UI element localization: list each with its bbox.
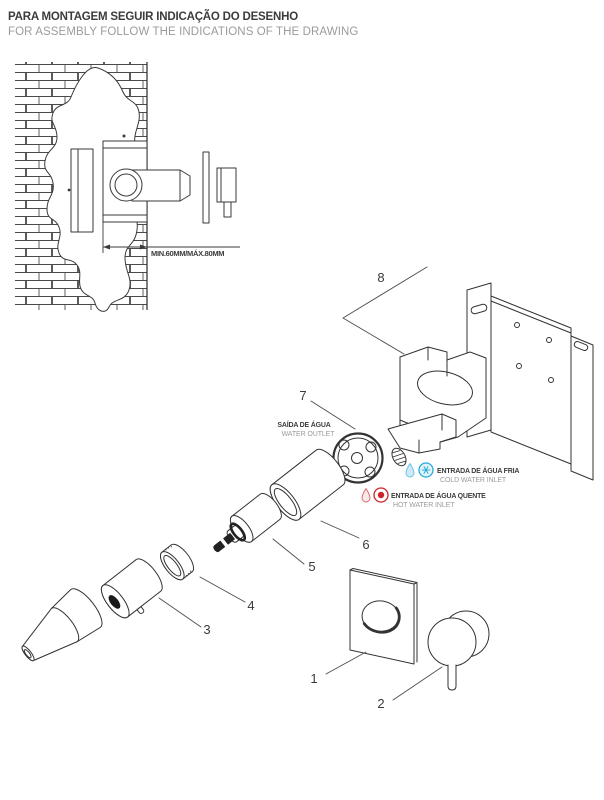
part-number-1: 1	[310, 671, 317, 686]
cold-inlet-label-pt: ENTRADA DE ÁGUA FRIA	[437, 466, 519, 475]
depth-dimension	[102, 222, 240, 253]
page-header: PARA MONTAGEM SEGUIR INDICAÇÃO DO DESENH…	[8, 10, 358, 40]
embedded-valve-section	[67, 134, 191, 233]
cold-water-inlet-label: ENTRADA DE ÁGUA FRIA COLD WATER INLET	[405, 462, 520, 484]
water-outlet-label: SAÍDA DE ÁGUA WATER OUTLET	[277, 420, 335, 438]
part-number-7: 7	[299, 388, 306, 403]
part-number-6: 6	[362, 537, 369, 552]
hot-target-icon	[373, 487, 389, 503]
part-number-2: 2	[377, 696, 384, 711]
dimension-label: MIN.60MM/MÁX.80MM	[151, 249, 224, 258]
part-6-sleeve	[269, 448, 346, 521]
hot-inlet-label-pt: ENTRADA DE ÁGUA QUENTE	[391, 491, 486, 500]
part-2-knob	[427, 610, 490, 691]
part-3-spacer	[100, 558, 163, 619]
threaded-inlet	[391, 447, 407, 467]
part-number-5: 5	[308, 559, 315, 574]
snowflake-icon	[418, 462, 434, 478]
dim-arrow-left	[103, 244, 110, 250]
hot-inlet-label-en: HOT WATER INLET	[393, 502, 455, 509]
hot-droplet-icon	[361, 488, 371, 503]
cold-inlet-label-en: COLD WATER INLET	[440, 477, 507, 484]
part-number-4: 4	[247, 598, 254, 613]
part-number-8: 8	[377, 270, 384, 285]
water-outlet-label-en: WATER OUTLET	[282, 431, 336, 438]
header-subtitle-en: FOR ASSEMBLY FOLLOW THE INDICATIONS OF T…	[8, 26, 359, 38]
leader-lines	[158, 266, 443, 701]
wall-section-diagram: MIN.60MM/MÁX.80MM	[15, 62, 240, 312]
hot-water-inlet-label: ENTRADA DE ÁGUA QUENTE HOT WATER INLET	[361, 487, 486, 509]
dim-arrow-right	[140, 244, 147, 250]
water-outlet-label-pt: SAÍDA DE ÁGUA	[277, 420, 330, 429]
part-1-escutcheon-plate	[349, 568, 418, 665]
part-number-labels: 1 2 3 4 5 6 7 8	[203, 270, 384, 711]
part-4-lock-ring	[159, 543, 195, 581]
cold-droplet-icon	[405, 463, 415, 478]
handle-cone	[21, 588, 103, 662]
trim-parts-section	[202, 151, 237, 224]
header-title-pt: PARA MONTAGEM SEGUIR INDICAÇÃO DO DESENH…	[8, 11, 298, 23]
exploded-diagram: 1 2 3 4 5 6 7 8 SAÍDA DE ÁGUA WATER OUTL…	[21, 266, 594, 711]
part-5-cartridge	[213, 492, 282, 553]
part-number-3: 3	[203, 622, 210, 637]
